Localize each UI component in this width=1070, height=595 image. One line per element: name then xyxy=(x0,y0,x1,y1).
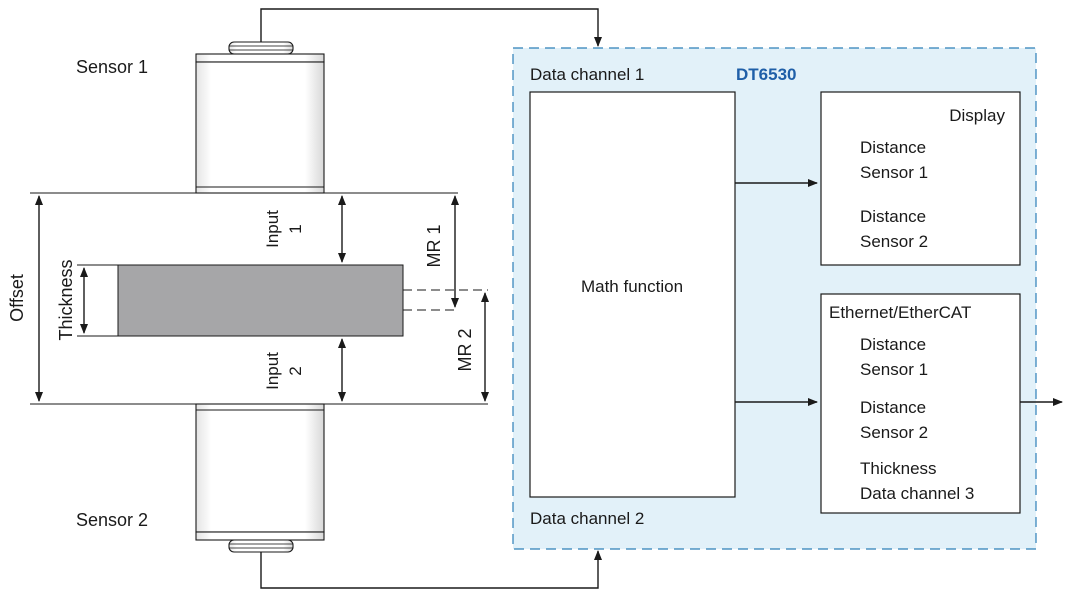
ethernet-item-3-line2: Data channel 3 xyxy=(860,484,974,503)
sensor-1-label: Sensor 1 xyxy=(76,57,148,77)
thickness-label: Thickness xyxy=(56,259,76,340)
display-item-1-line2: Sensor 1 xyxy=(860,163,928,182)
input-2-label-line2: 2 xyxy=(286,366,305,375)
ethernet-item-3-line1: Thickness xyxy=(860,459,937,478)
ethernet-item-2-line1: Distance xyxy=(860,398,926,417)
input-1-label-line2: 1 xyxy=(286,224,305,233)
display-box xyxy=(820,91,1021,266)
display-item-1-line1: Distance xyxy=(860,138,926,157)
target-object xyxy=(117,264,404,337)
math-function-box xyxy=(529,91,736,498)
ethernet-item-2-line2: Sensor 2 xyxy=(860,423,928,442)
input-1-label-line1: Input xyxy=(263,210,282,248)
mr-2-label: MR 2 xyxy=(455,328,475,371)
sensor-1-cable xyxy=(260,8,602,47)
controller-model-name: DT6530 xyxy=(736,65,796,84)
sensor-2-cable xyxy=(260,550,602,589)
ethernet-box xyxy=(820,293,1021,514)
display-item-2-line2: Sensor 2 xyxy=(860,232,928,251)
mr-1-label: MR 1 xyxy=(424,224,444,267)
display-title: Display xyxy=(949,106,1005,125)
ethernet-title: Ethernet/EtherCAT xyxy=(829,303,971,322)
sensor-2 xyxy=(195,403,325,553)
data-channel-1-label: Data channel 1 xyxy=(530,65,644,84)
ethernet-item-1-line1: Distance xyxy=(860,335,926,354)
sensor-2-label: Sensor 2 xyxy=(76,510,148,530)
display-item-2-line1: Distance xyxy=(860,207,926,226)
ethernet-item-1-line2: Sensor 1 xyxy=(860,360,928,379)
input-2-label-line1: Input xyxy=(263,352,282,390)
data-channel-2-label: Data channel 2 xyxy=(530,509,644,528)
sensor-1 xyxy=(195,41,325,194)
offset-label: Offset xyxy=(7,274,27,322)
math-function-label: Math function xyxy=(581,277,683,296)
